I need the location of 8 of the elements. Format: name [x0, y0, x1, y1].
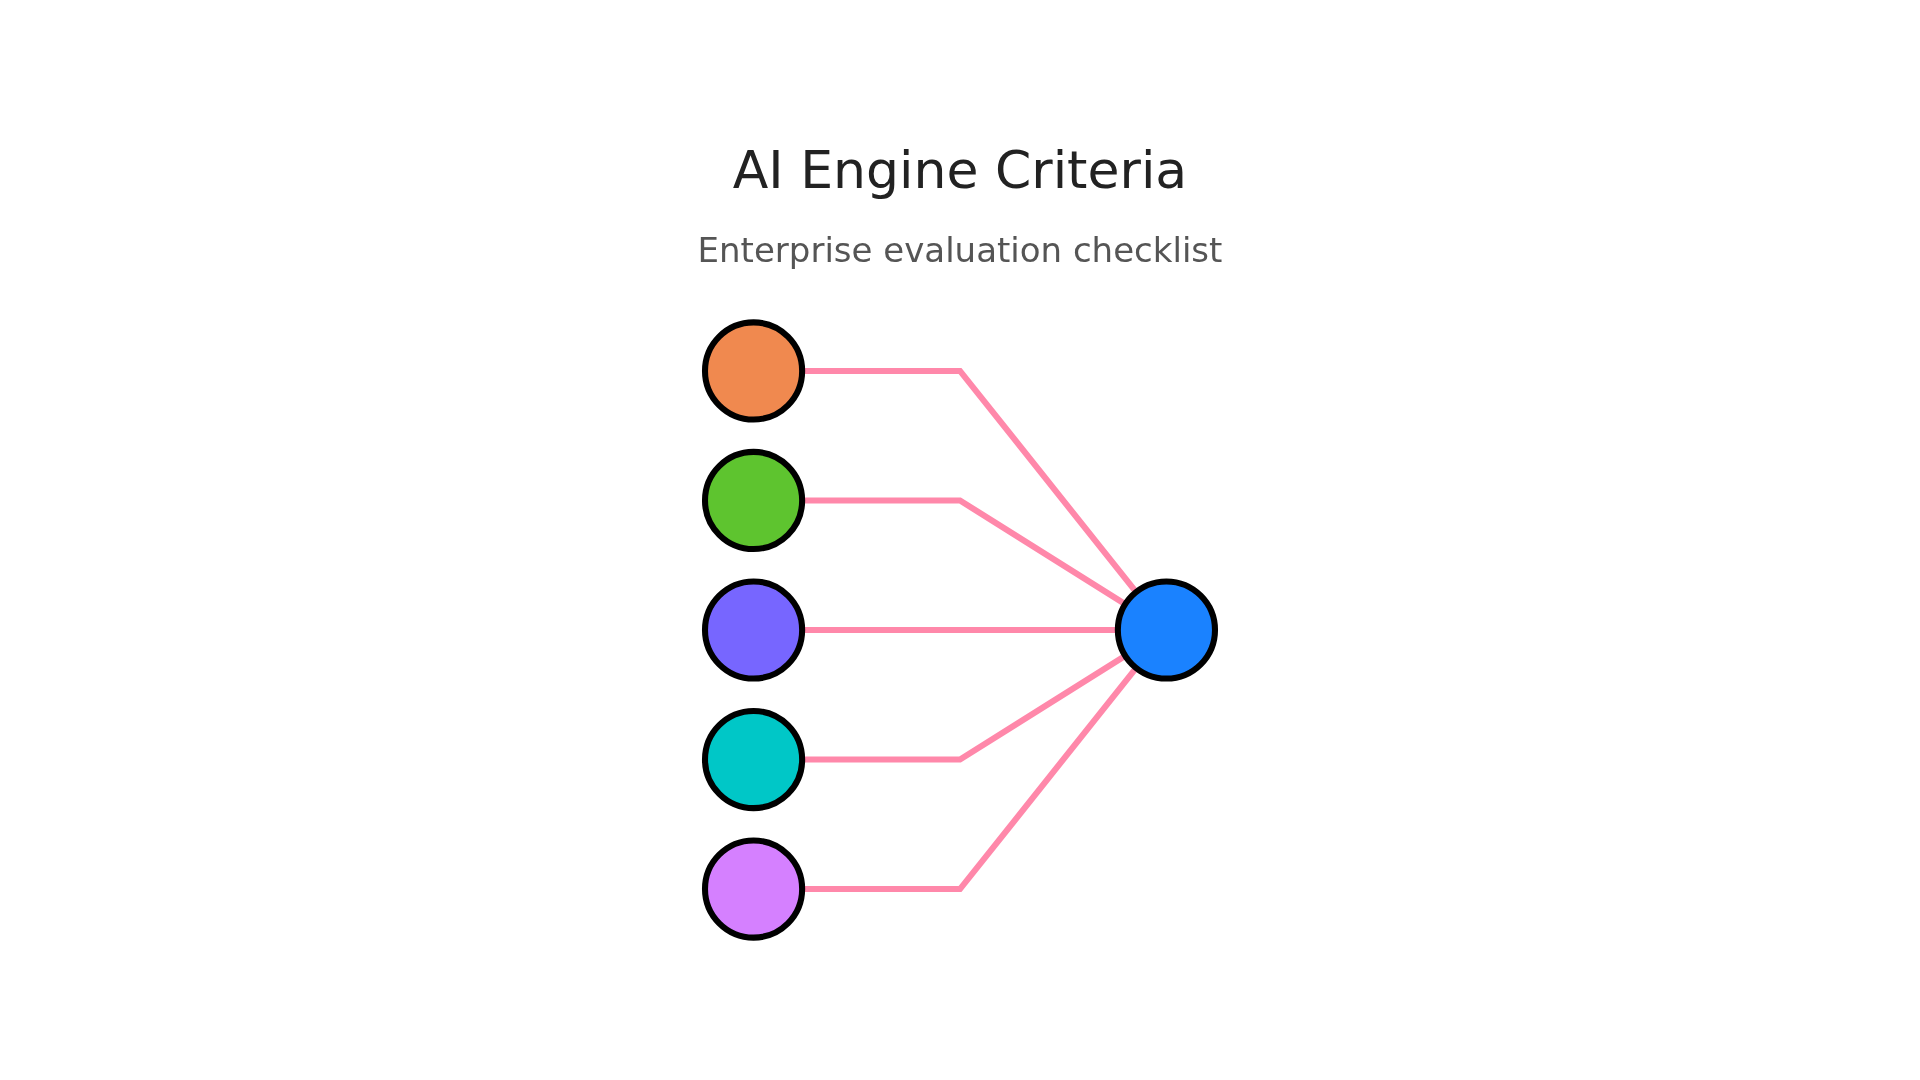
node-circle — [701, 707, 806, 812]
title: AI Engine Criteria — [732, 140, 1188, 200]
node-circle — [1114, 578, 1219, 682]
subtitle: Enterprise evaluation checklist — [697, 230, 1223, 270]
node-circle — [701, 319, 806, 423]
node-circle — [701, 448, 806, 553]
node-circle — [701, 837, 806, 941]
node-circle — [701, 578, 806, 682]
